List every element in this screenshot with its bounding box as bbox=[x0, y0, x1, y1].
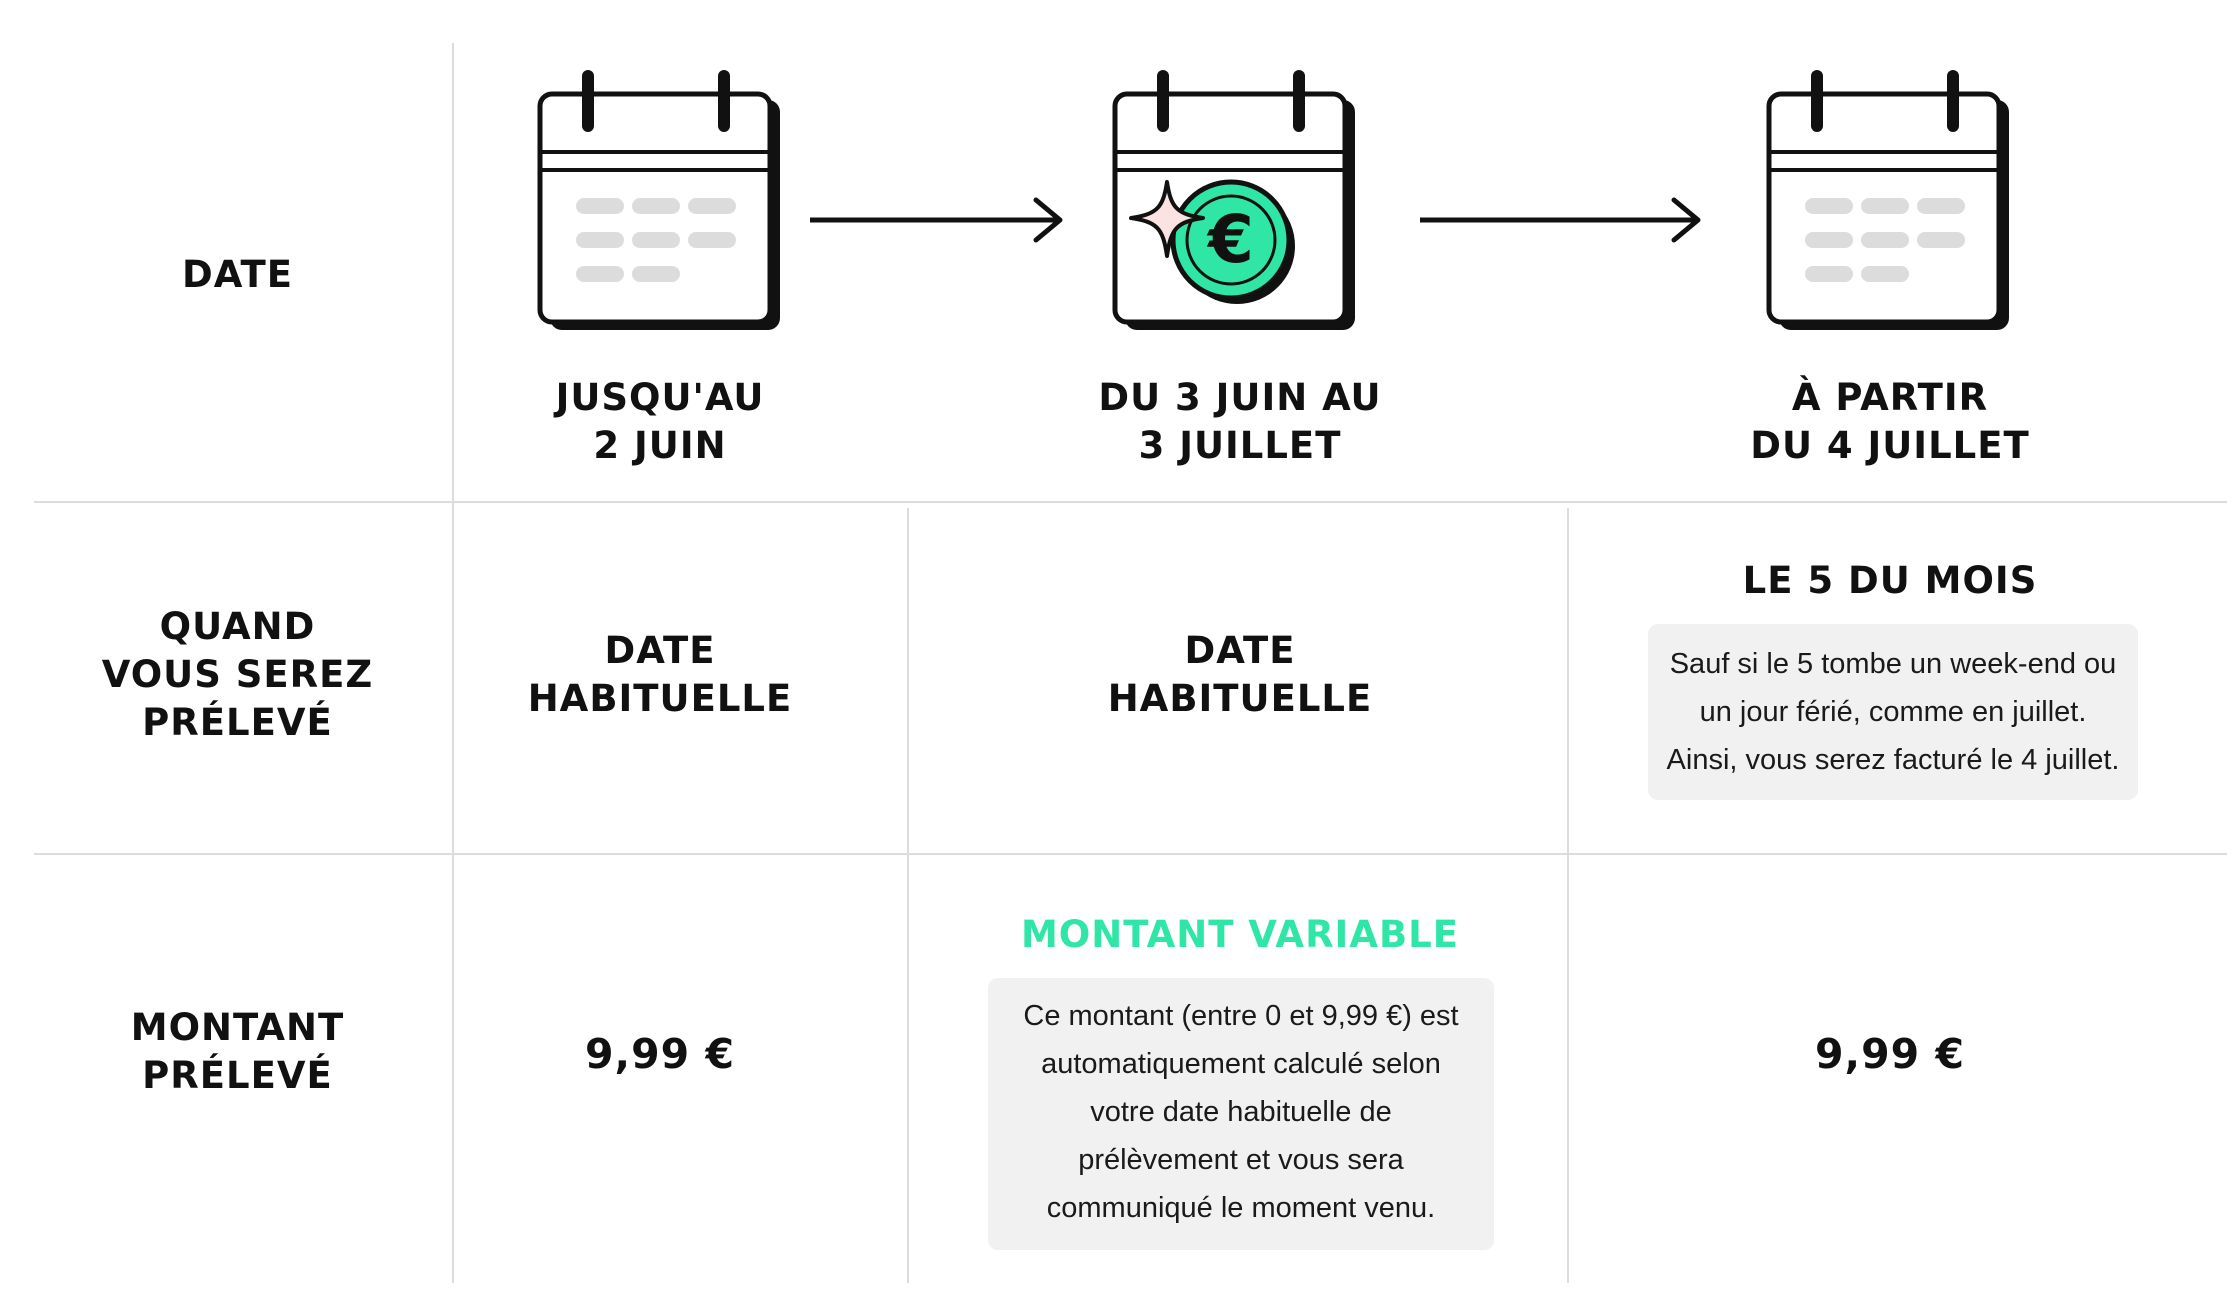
divider-horizontal-1 bbox=[34, 501, 2227, 503]
calendar-euro-coin-icon bbox=[1112, 70, 1355, 330]
period-title-3: À PARTIR DU 4 JUILLET bbox=[1750, 376, 2030, 467]
amount-value-3: 9,99 € bbox=[1815, 1030, 1965, 1078]
divider-vertical-1 bbox=[452, 43, 454, 1283]
amount-value-1: 9,99 € bbox=[585, 1030, 735, 1078]
amount-heading-2: MONTANT VARIABLE bbox=[1020, 913, 1460, 956]
when-value-2: DATE HABITUELLE bbox=[1107, 629, 1373, 720]
when-value-1: DATE HABITUELLE bbox=[527, 629, 793, 720]
divider-horizontal-2 bbox=[34, 853, 2227, 855]
arrow-right-icon bbox=[1420, 197, 1701, 243]
when-note-3: Sauf si le 5 tombe un week-end ou un jou… bbox=[1648, 624, 2138, 800]
when-heading-3: LE 5 DU MOIS bbox=[1742, 559, 2038, 602]
calendar-icon bbox=[537, 70, 780, 330]
euro-icon: € bbox=[1208, 201, 1254, 278]
amount-note-2: Ce montant (entre 0 et 9,99 €) est autom… bbox=[988, 978, 1494, 1250]
divider-vertical-2 bbox=[907, 508, 909, 1283]
row-label-when: QUAND VOUS SEREZ PRÉLEVÉ bbox=[101, 605, 374, 744]
divider-vertical-3 bbox=[1567, 508, 1569, 1283]
row-label-amount: MONTANT PRÉLEVÉ bbox=[130, 1006, 345, 1097]
row-label-date: DATE bbox=[182, 253, 293, 296]
sparkle-icon bbox=[1129, 180, 1205, 258]
period-title-1: JUSQU'AU 2 JUIN bbox=[555, 376, 765, 467]
calendar-icon bbox=[1766, 70, 2009, 330]
arrow-right-icon bbox=[810, 197, 1063, 243]
period-title-2: DU 3 JUIN AU 3 JUILLET bbox=[1098, 376, 1382, 467]
